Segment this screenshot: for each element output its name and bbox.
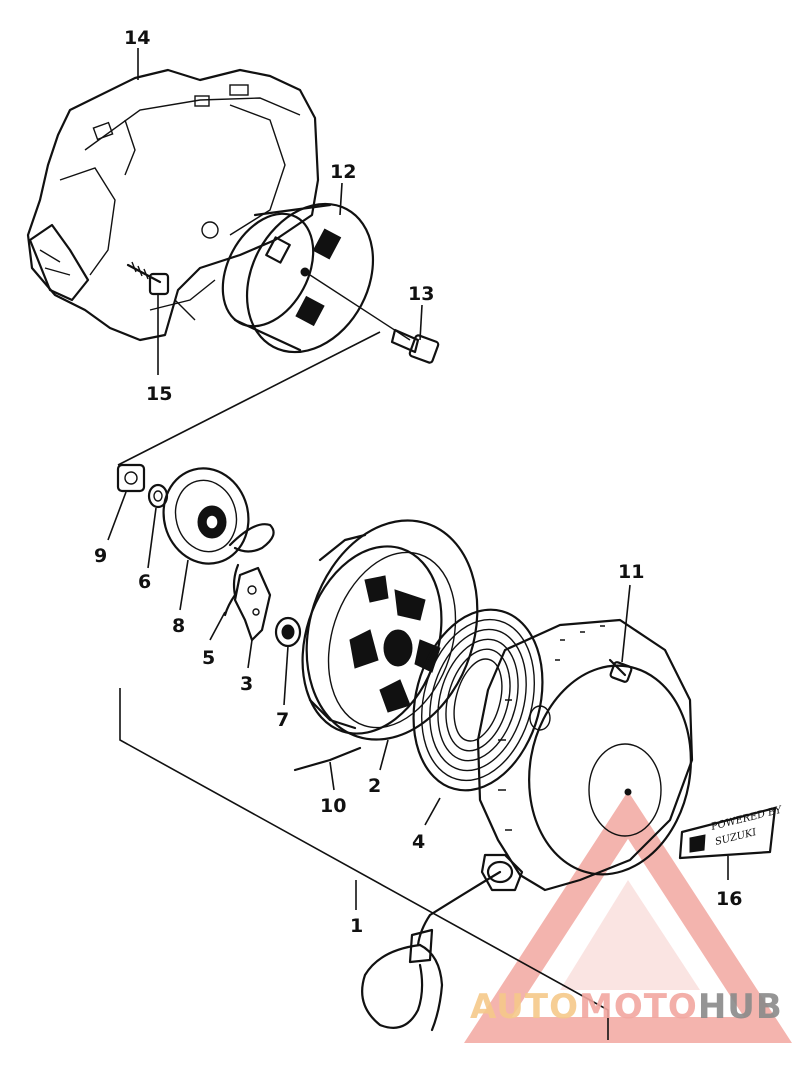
label-part-11: 11 xyxy=(618,561,644,583)
label-part-1: 1 xyxy=(350,915,363,937)
part-10-rope xyxy=(293,746,362,772)
label-part-12: 12 xyxy=(330,161,356,183)
watermark-inner-triangle xyxy=(560,880,700,990)
label-part-16: 16 xyxy=(716,888,742,910)
part-12-starter-drum xyxy=(221,202,375,354)
label-part-15: 15 xyxy=(146,383,172,405)
label-part-8: 8 xyxy=(172,615,185,637)
part-1-pull-handle xyxy=(361,870,502,1032)
label-part-5: 5 xyxy=(202,647,215,669)
part-11-bolt xyxy=(608,658,633,683)
part-14-engine-housing xyxy=(26,68,320,342)
svg-text:AUTOMOTOHUB: AUTOMOTOHUB xyxy=(470,987,783,1027)
part-15-screw xyxy=(126,261,170,296)
label-part-14: 14 xyxy=(124,27,150,49)
part-7-coil-spring xyxy=(274,616,302,648)
leader-lines xyxy=(107,48,729,1040)
watermark-logo xyxy=(464,791,792,1043)
watermark-triangle xyxy=(464,791,792,1043)
part-9-nut xyxy=(116,463,146,493)
watermark-text-hub: HUB xyxy=(698,987,783,1027)
part-2-rope-reel xyxy=(301,519,479,741)
label-part-10: 10 xyxy=(320,795,346,817)
watermark-text-moto: MOTO xyxy=(579,987,698,1027)
label-part-13: 13 xyxy=(408,283,434,305)
watermark-text-auto: AUTO xyxy=(470,987,579,1027)
watermark-text: AUTOMOTOHUB xyxy=(470,987,783,1027)
label-part-7: 7 xyxy=(276,709,289,731)
label-part-6: 6 xyxy=(138,571,151,593)
label-part-3: 3 xyxy=(240,673,253,695)
part-16-badge: POWERED BY SUZUKI xyxy=(678,804,784,860)
part-number-labels: 14 12 13 15 9 6 8 5 3 7 10 2 4 11 16 1 xyxy=(94,27,742,937)
label-part-9: 9 xyxy=(94,545,107,567)
part-4-recoil-spring xyxy=(412,608,544,792)
part-8-friction-plate xyxy=(162,467,275,565)
label-part-2: 2 xyxy=(368,775,381,797)
part-3-pawl xyxy=(233,566,272,642)
label-part-4: 4 xyxy=(412,831,425,853)
part-13-bolt xyxy=(309,274,440,364)
